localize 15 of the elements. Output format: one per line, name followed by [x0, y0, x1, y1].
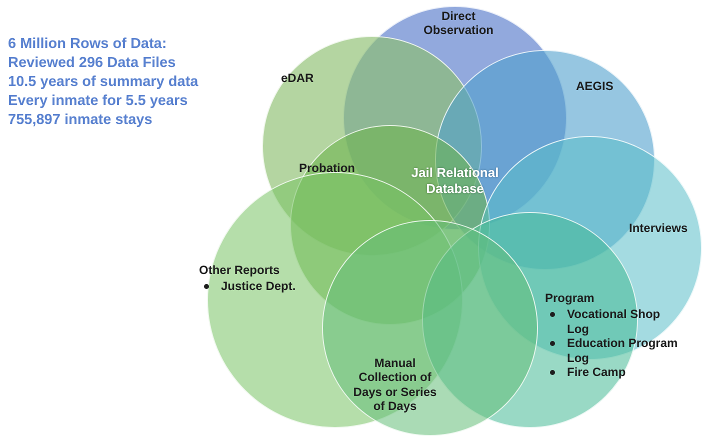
- circle-label: Direct Observation: [422, 9, 495, 38]
- circle-label: Interviews: [629, 221, 689, 236]
- list-item: Vocational Shop Log: [567, 307, 660, 336]
- list-item: Fire Camp: [567, 364, 626, 379]
- summary-text: Every inmate for 5.5 years: [8, 93, 188, 109]
- circle-label: AEGIS: [576, 79, 614, 94]
- circle-label: Other Reports: [199, 263, 281, 278]
- circle-label: eDAR: [281, 71, 315, 86]
- list-item: Justice Dept.: [221, 279, 296, 294]
- summary-text: 6 Million Rows of Data:: [8, 36, 167, 52]
- summary-text: 10.5 years of summary data: [8, 74, 198, 90]
- summary-text: 755,897 inmate stays: [8, 112, 152, 128]
- circle-label: Manual Collection of Days or Series of Days: [352, 356, 438, 414]
- circle-label: Program: [545, 291, 596, 306]
- summary-text: Reviewed 296 Data Files: [8, 55, 176, 71]
